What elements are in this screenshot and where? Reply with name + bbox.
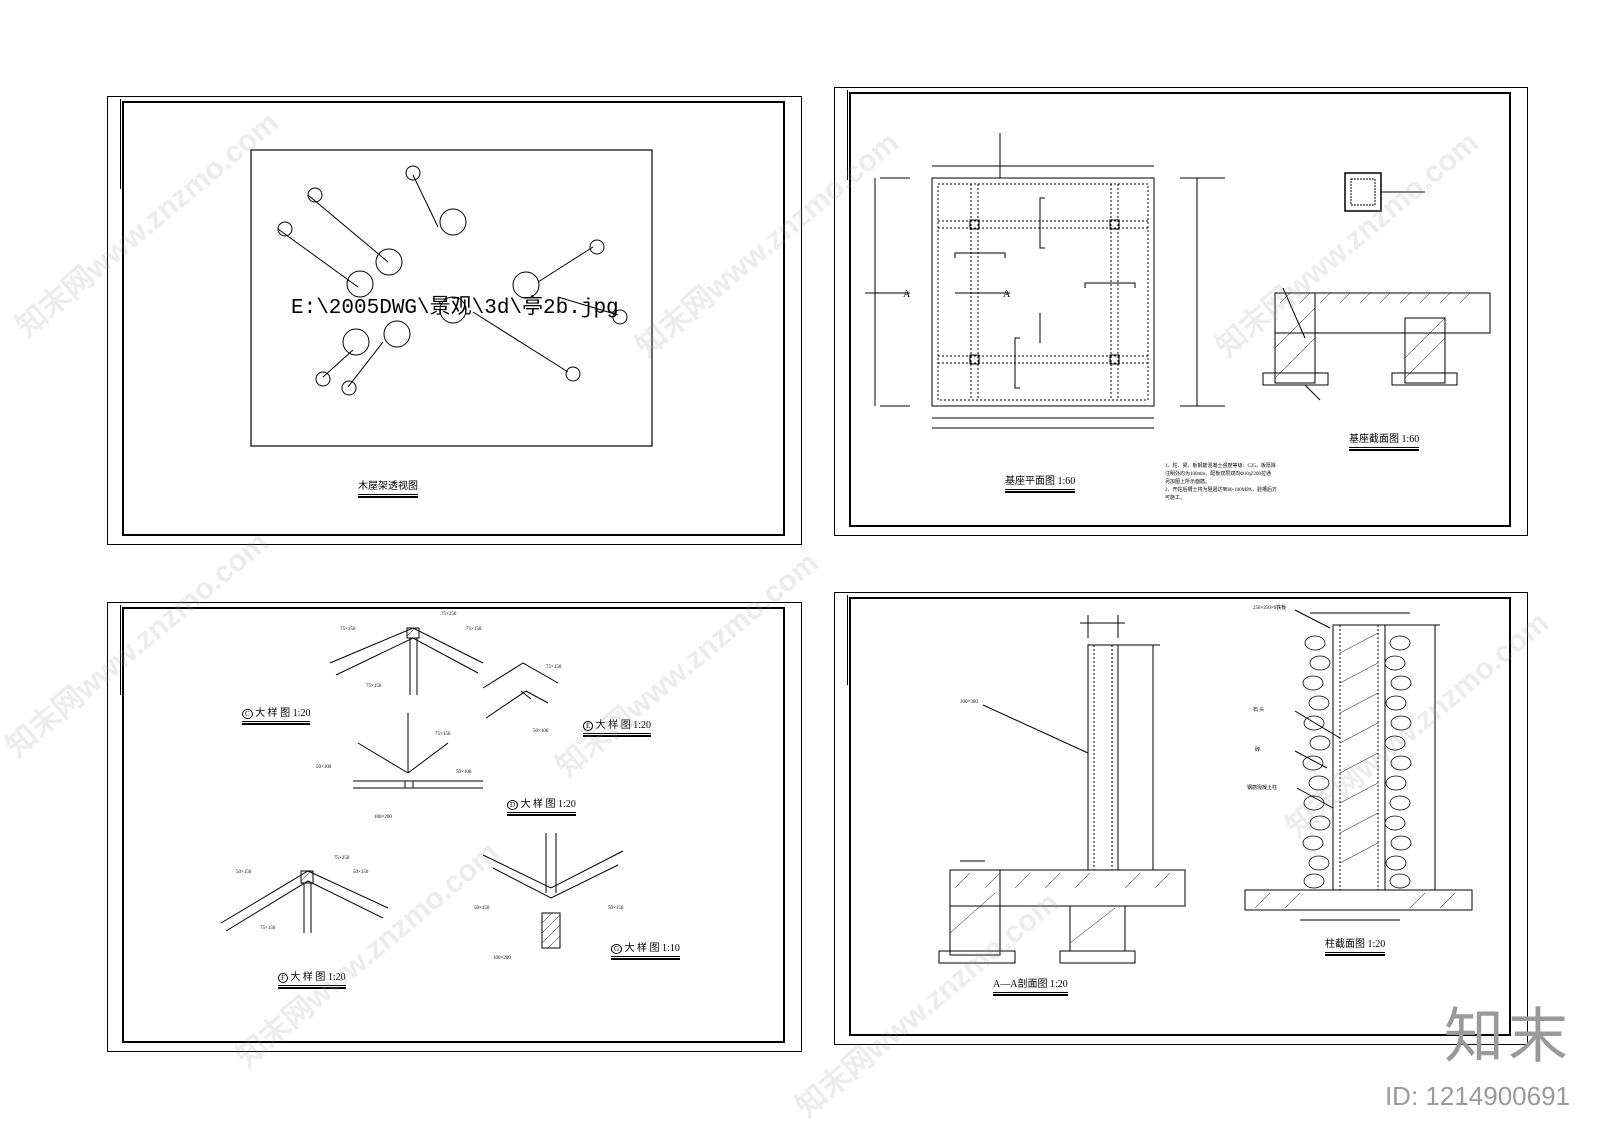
title-strip: [837, 90, 848, 180]
dim-label: 50×100: [316, 765, 332, 770]
drawing-sheet-2: A A 基座平面图 1:60 基座截面图 1:60 1、柱、梁、板钢筋混凝土强度…: [834, 87, 1528, 536]
detail-marker: E: [583, 721, 594, 731]
column-section-title: 柱截面图 1:20: [1325, 935, 1386, 956]
dim-label: 75×150: [466, 627, 482, 632]
detail-title-f: F 大 样 图 1:20: [278, 968, 346, 989]
dim-label: 50×150: [474, 906, 490, 911]
section-mark-a-right: A: [1003, 289, 1011, 300]
title-strip: [110, 605, 121, 695]
sheet-frame: [849, 92, 1511, 527]
sheet1-title: 木屋架透视图: [358, 477, 418, 498]
construction-notes: 1、柱、梁、板钢筋混凝土强度等级：C25，板厚除 注明外均为100mm，配板双层…: [1165, 464, 1278, 501]
column-size-label: 300×300: [960, 700, 978, 705]
dim-label: 50×100: [456, 770, 472, 775]
dim-label: 50×150: [608, 906, 624, 911]
rc-column-label: 钢筋混凝土柱: [1247, 784, 1277, 791]
dim-label: 100×200: [493, 956, 511, 961]
base-section-title: 基座截面图 1:60: [1349, 430, 1420, 451]
dim-label: 50×150: [353, 870, 369, 875]
drawing-sheet-1: 木屋架透视图: [107, 96, 802, 545]
title-strip: [837, 595, 848, 685]
detail-marker: C: [242, 709, 253, 719]
dim-label: 75×150: [340, 627, 356, 632]
detail-title-g: G 大 样 图 1:10: [611, 939, 680, 960]
brick-label: 砖: [1255, 746, 1260, 753]
dim-label: 75×150: [546, 665, 562, 670]
dim-label: 75×150: [260, 926, 276, 931]
section-mark-a-left: A: [903, 289, 911, 300]
dim-label: 50×100: [533, 729, 549, 734]
stone-label: 石 头: [1253, 706, 1264, 713]
plan-title: 基座平面图 1:60: [1005, 472, 1076, 493]
sheet-frame: [122, 101, 785, 536]
dim-label: 75×150: [366, 684, 382, 689]
brand-logo: 知末: [1444, 1003, 1572, 1070]
roof-truss-perspective: [250, 149, 653, 447]
detail-marker: F: [278, 973, 288, 983]
detail-title-d: D 大 样 图 1:20: [507, 795, 576, 816]
file-path-label: E:\2005DWG\景观\3d\亭2b.jpg: [291, 297, 619, 320]
truss-details: 75×250 75×150 75×150 75×150 75×150 50×10…: [220, 612, 624, 961]
detail-title-c: C 大 样 图 1:20: [242, 704, 311, 725]
section-drawings: 300×300 250×250×6铁板 石 头 砖 钢筋混凝土柱: [938, 604, 1473, 964]
dim-label: 75×250: [334, 856, 350, 861]
detail-marker: G: [611, 944, 623, 954]
foundation-drawings: A A: [865, 133, 1491, 429]
title-strip: [110, 99, 121, 189]
drawing-sheet-3: 75×250 75×150 75×150 75×150 75×150 50×10…: [107, 602, 802, 1052]
top-plate-label: 250×250×6铁板: [1253, 604, 1286, 611]
image-id-label: ID: 1214900691: [1384, 1081, 1570, 1111]
aa-section-title: A—A剖面图 1:20: [993, 975, 1068, 996]
dim-label: 75×250: [441, 612, 457, 617]
dim-label: 100×200: [374, 815, 392, 820]
detail-marker: D: [507, 800, 519, 810]
dim-label: 75×150: [435, 732, 451, 737]
detail-title-e: E 大 样 图 1:20: [583, 716, 652, 737]
drawing-sheet-4: 300×300 250×250×6铁板 石 头 砖 钢筋混凝土柱 A—A剖面图 …: [834, 592, 1528, 1045]
sheet-frame: [122, 607, 785, 1043]
dim-label: 50×150: [236, 870, 252, 875]
sheet-frame: [849, 597, 1511, 1036]
